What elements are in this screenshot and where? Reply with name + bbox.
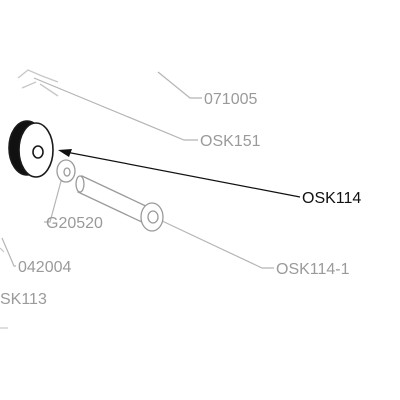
label-osk113: SK113 (0, 291, 47, 308)
label-042004: 042004 (18, 259, 71, 276)
part-disc-osk114 (8, 120, 54, 178)
label-g20520: G20520 (46, 215, 103, 232)
part-shaft-osk114-1 (75, 175, 164, 232)
leader-071005 (157, 71, 202, 99)
leader-g20520 (44, 169, 65, 223)
background-marks (0, 247, 8, 329)
leader-osk151 (33, 77, 198, 141)
background-frame-lines (17, 69, 59, 97)
leader-042004 (1, 237, 16, 267)
arrowhead-icon (58, 149, 72, 157)
leader-osk114-highlight (58, 149, 301, 198)
label-osk114: OSK114 (302, 190, 361, 207)
label-osk114-1: OSK114-1 (276, 261, 350, 278)
label-osk151: OSK151 (200, 133, 261, 150)
leader-lines (1, 71, 274, 269)
label-071005: 071005 (204, 91, 257, 108)
part-washer-g20520 (56, 159, 76, 183)
leader-osk114-1 (159, 219, 274, 269)
